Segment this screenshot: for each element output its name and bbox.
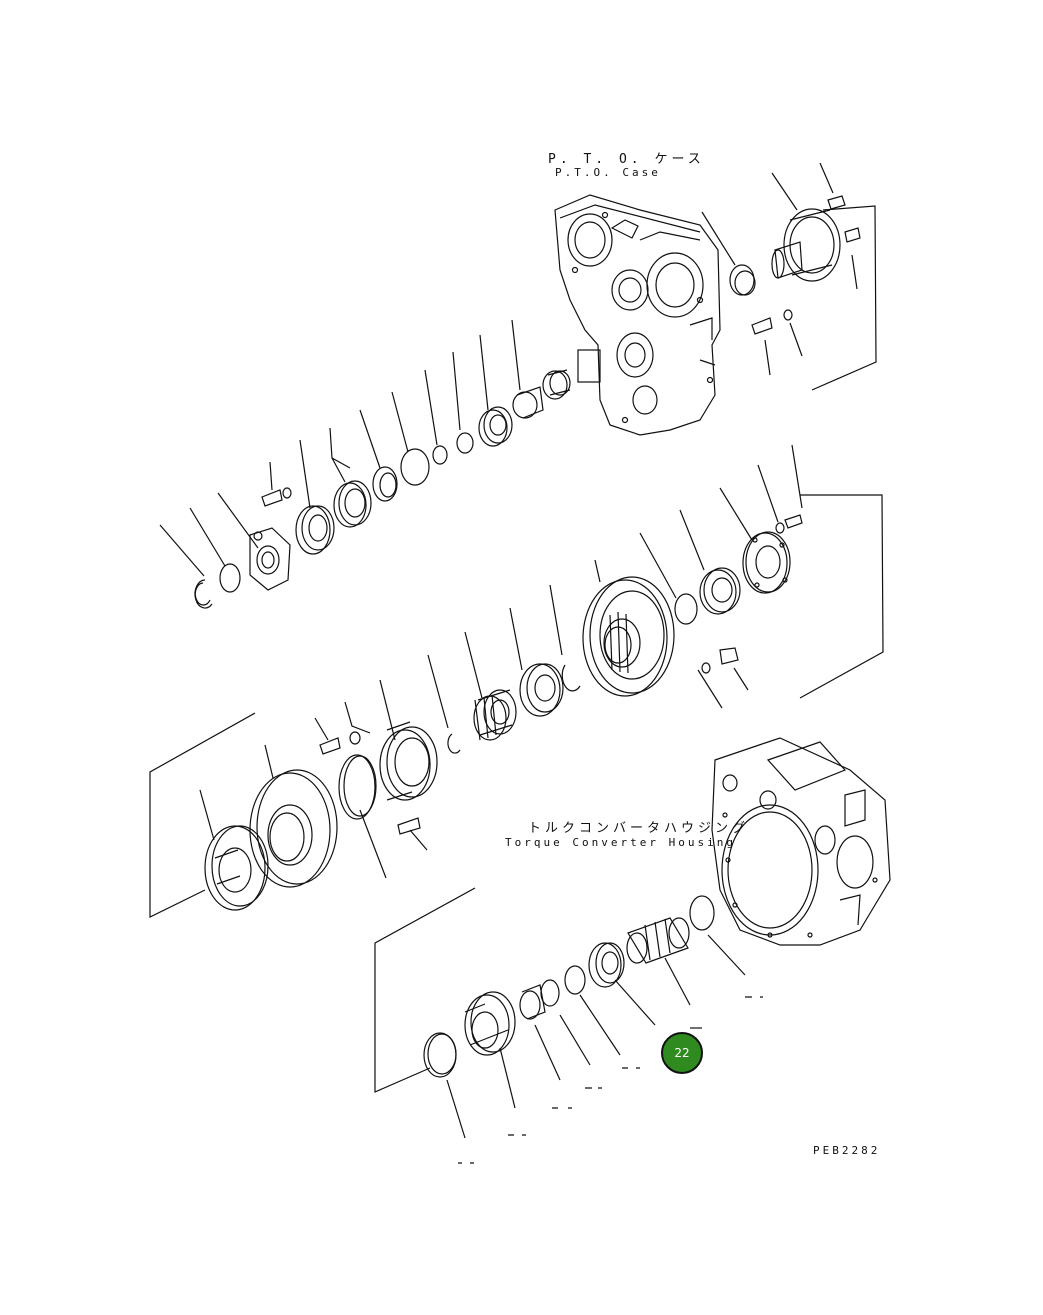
pto-case-label-en: P.T.O. Case — [555, 166, 661, 179]
upper-shaft-parts — [261, 369, 571, 555]
mid-bracket-lines — [314, 444, 884, 741]
snap-ring-large — [338, 754, 421, 835]
lower-left-bracket — [149, 712, 428, 918]
pto-output-gear — [771, 208, 841, 282]
mid-bearing-rings — [674, 567, 741, 625]
pto-case — [554, 194, 721, 436]
torque-converter-housing — [711, 737, 891, 946]
torque-converter-label-jp: トルクコンバータハウジング — [528, 821, 750, 836]
lower-yoke — [464, 991, 516, 1056]
dash-marks — [458, 996, 763, 1164]
ring-gear-assembly — [319, 721, 438, 801]
upper-snap-rings — [194, 563, 241, 609]
part-callout-badge[interactable]: 22 — [661, 1032, 703, 1074]
mid-shaft-parts — [447, 663, 581, 754]
torque-converter-label-en: Torque Converter Housing — [505, 836, 736, 849]
pto-case-label-jp: P. T. O. ケース — [548, 152, 705, 167]
large-disc — [249, 769, 338, 888]
drive-gear — [204, 825, 269, 911]
pto-bracket-lines — [701, 162, 877, 391]
carrier-housing — [582, 576, 675, 697]
drawing-code: PEB2282 — [813, 1144, 881, 1157]
callout-number: 22 — [674, 1046, 690, 1060]
lower-bracket — [374, 887, 746, 1139]
pto-small-bolts — [729, 195, 861, 335]
lower-seal-ring — [423, 1032, 457, 1078]
lower-rings — [519, 895, 715, 1020]
lower-shaft — [626, 917, 690, 964]
output-flange — [249, 527, 291, 591]
upper-leader-lines — [159, 319, 521, 577]
mid-flange-plate — [742, 514, 803, 594]
